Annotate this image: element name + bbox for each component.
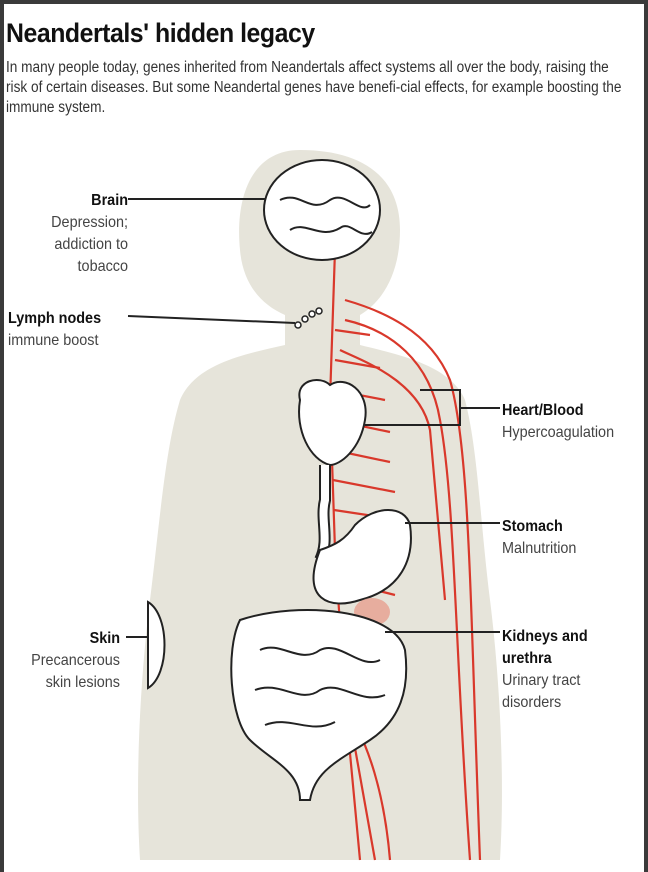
- skin-sample: [147, 600, 166, 690]
- label-effect: immune boost: [8, 332, 99, 349]
- label-effect: Urinary tract disorders: [502, 672, 581, 711]
- body-illustration: [126, 150, 502, 861]
- label-name: Stomach: [502, 518, 563, 535]
- lymph-nodes: [294, 307, 323, 329]
- page-title: Neandertals' hidden legacy: [6, 18, 315, 48]
- intestines: [230, 609, 408, 801]
- label-effect: Precancerous skin lesions: [31, 652, 121, 691]
- leader-lines: [126, 198, 500, 638]
- nerves: [328, 249, 482, 861]
- label-name: Lymph nodes: [8, 310, 102, 327]
- brain: [263, 159, 381, 261]
- label-effect: Malnutrition: [502, 540, 577, 557]
- label-effect: Hypercoagulation: [502, 424, 615, 441]
- label-name: Kidneys and urethra: [502, 628, 588, 667]
- label-stomach: Stomach Malnutrition: [502, 516, 576, 560]
- label-name: Skin: [89, 630, 120, 647]
- label-heart-blood: Heart/Blood Hypercoagulation: [502, 400, 614, 444]
- description: In many people today, genes inherited fr…: [6, 59, 622, 116]
- stomach: [312, 509, 412, 605]
- label-skin: Skin Precancerous skin lesions: [12, 628, 120, 694]
- label-effect: Depression; addiction to tobacco: [51, 214, 128, 275]
- label-brain: Brain Depression; addiction to tobacco: [4, 190, 128, 278]
- label-name: Heart/Blood: [502, 402, 584, 419]
- label-kidneys: Kidneys and urethra Urinary tract disord…: [502, 626, 610, 714]
- label-name: Brain: [91, 192, 128, 209]
- label-lymph-nodes: Lymph nodes immune boost: [8, 308, 101, 352]
- infographic: Neandertals' hidden legacy In many peopl…: [4, 4, 644, 872]
